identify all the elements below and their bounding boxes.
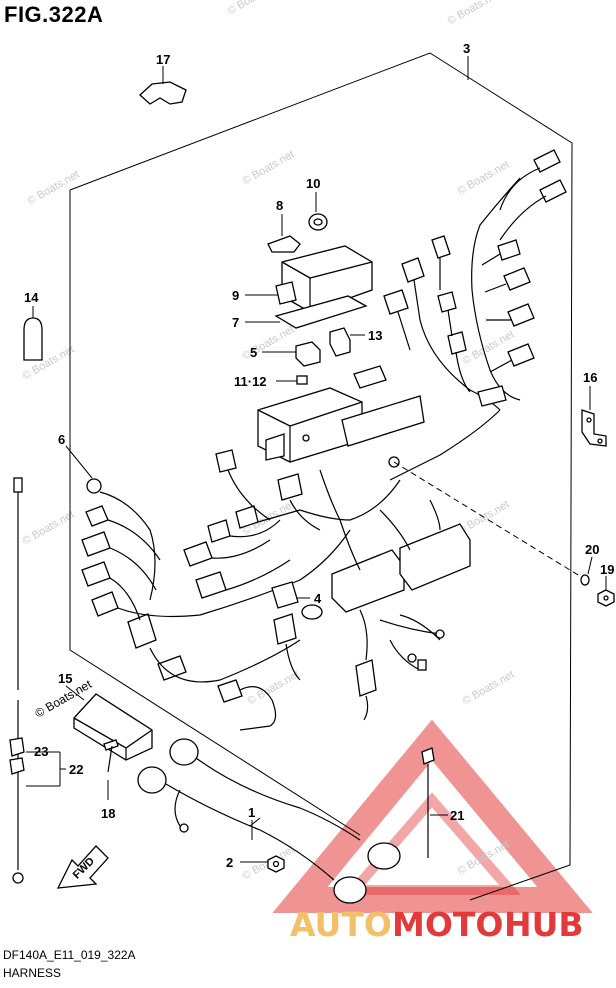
- figure-code: DF140A_E11_019_322A: [3, 948, 136, 962]
- logo-triangle: [272, 719, 593, 913]
- watermark-text: © Boats.net: [246, 668, 302, 707]
- callout-15: 15: [58, 671, 72, 686]
- callout-11-12: 11·12: [234, 374, 267, 389]
- cable-tie-long: [9, 477, 25, 884]
- callout-16: 16: [583, 370, 597, 385]
- watermark-text: © Boats.net: [446, 0, 502, 28]
- callout-7: 7: [232, 315, 239, 330]
- callout-2: 2: [226, 855, 233, 870]
- watermark-text: © Boats.net: [456, 158, 512, 197]
- logo-hub: HUB: [504, 905, 584, 944]
- logo-auto: AUTO: [290, 905, 392, 944]
- bracket-part-8: [267, 214, 301, 253]
- figure-name: HARNESS: [3, 966, 62, 980]
- washer-part-20: [580, 556, 593, 586]
- connector-group-top-right: [383, 149, 567, 481]
- figure-title: FIG.322A: [4, 2, 104, 27]
- harness-part-1: [137, 738, 401, 904]
- callout-6: 6: [58, 432, 65, 447]
- watermark-text: © Boats.net: [461, 668, 517, 707]
- relay-part-5: [262, 341, 321, 367]
- fuse-part-11-12: [276, 375, 308, 385]
- ecu-connectors: [331, 499, 471, 613]
- cap-part-14: [23, 306, 43, 361]
- harness-box-outline: [69, 52, 573, 901]
- callout-labels: 17 3 10 8 14 9 7 13 5 11·12 16 6 4 20 19…: [24, 41, 614, 870]
- nut-part-2: [240, 855, 285, 873]
- bracket-part-15: [65, 685, 153, 761]
- fuse-box-part-9: [245, 245, 373, 313]
- callout-13: 13: [368, 328, 382, 343]
- connector-group-bottom-center: [217, 609, 445, 731]
- logo-moto: MOTO: [392, 905, 503, 944]
- callout-17: 17: [156, 52, 170, 67]
- callout-20: 20: [585, 542, 599, 557]
- relay-part-13: [329, 327, 365, 357]
- callout-8: 8: [276, 198, 283, 213]
- fwd-arrow: FWD: [56, 845, 109, 889]
- clip-part-17: [139, 66, 187, 105]
- watermark-text: © Boats.net: [226, 0, 282, 18]
- nut-part-19: [597, 576, 615, 607]
- bolt-part-18: [103, 739, 119, 800]
- cable-tie-part-21: [421, 747, 448, 858]
- terminal-part-6: [65, 445, 102, 494]
- main-fuse-box-assembly: [257, 365, 584, 579]
- connector-group-left: [81, 449, 401, 683]
- callout-23: 23: [34, 744, 48, 759]
- callout-19: 19: [600, 562, 614, 577]
- callout-9: 9: [232, 288, 239, 303]
- grommet-part-10: [308, 192, 328, 231]
- callout-22: 22: [69, 762, 83, 777]
- callout-1: 1: [248, 805, 255, 820]
- callout-4: 4: [314, 591, 322, 606]
- watermark-text: © Boats.net: [26, 168, 82, 207]
- automotohub-logo: [272, 719, 593, 913]
- callout-14: 14: [24, 290, 39, 305]
- watermark-text: © Boats.net: [21, 508, 77, 547]
- leader-1: [249, 817, 261, 827]
- watermark-text: © Boats.net: [241, 323, 297, 362]
- gasket-part-7: [245, 295, 368, 329]
- callout-21: 21: [450, 808, 464, 823]
- bracket-part-16: [581, 386, 607, 447]
- callout-5: 5: [250, 345, 257, 360]
- callout-3: 3: [463, 41, 470, 56]
- callout-10: 10: [306, 176, 320, 191]
- connector-part-4: [271, 581, 323, 620]
- leaders-22-23: [26, 751, 66, 787]
- watermark-text: © Boats.net: [241, 148, 297, 187]
- callout-18: 18: [101, 806, 115, 821]
- automotohub-wordmark: AUTO MOTO HUB: [290, 905, 584, 944]
